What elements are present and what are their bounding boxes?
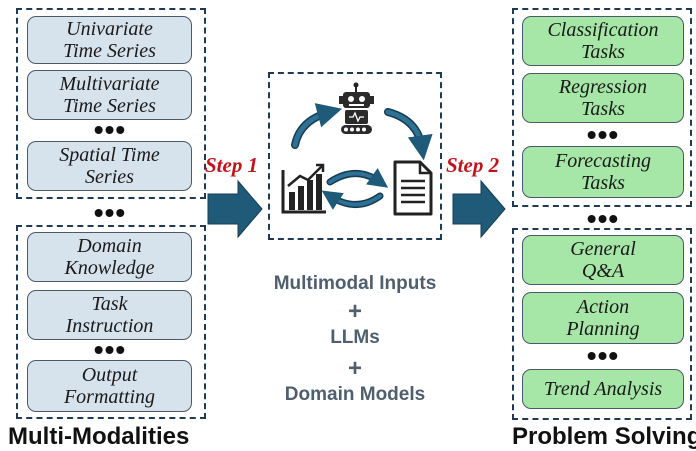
step-1-arrow: [207, 179, 263, 239]
action-planning-box: Action Planning: [522, 292, 684, 344]
regression-tasks-box: Regression Tasks: [522, 73, 684, 123]
multi-modalities-caption: Multi-Modalities: [8, 423, 190, 450]
task-instruction-box: Task Instruction: [27, 290, 192, 340]
right-top-group: [512, 8, 692, 207]
bar-chart-icon: [281, 163, 326, 214]
llms-text: LLMs: [330, 327, 380, 348]
left-top-group: [16, 8, 206, 199]
center-group: [268, 72, 442, 240]
step-2-arrow: [452, 179, 506, 239]
cycle-arrows-icon: [291, 103, 433, 210]
output-formatting-box: Output Formatting: [27, 360, 192, 412]
domain-knowledge-box: Domain Knowledge: [27, 232, 192, 282]
multivariate-time-series-box: Multivariate Time Series: [27, 70, 192, 120]
domain-models-text: Domain Models: [284, 384, 426, 405]
left-bottom-group: [16, 225, 206, 419]
spatial-time-series-box: Spatial Time Series: [27, 141, 192, 191]
plus-sign: +: [347, 298, 362, 325]
robot-icon: [339, 82, 374, 134]
forecasting-tasks-box: Forecasting Tasks: [522, 146, 684, 198]
right-bottom-group: [512, 228, 692, 420]
problem-solving-caption: Problem Solving: [512, 423, 696, 450]
step-1-label: Step 1: [205, 153, 259, 177]
trend-analysis-box: Trend Analysis: [522, 369, 684, 409]
univariate-time-series-box: Univariate Time Series: [27, 16, 192, 64]
general-qa-box: General Q&A: [522, 235, 684, 285]
document-icon: [393, 160, 433, 216]
multimodal-inputs-text: Multimodal Inputs: [273, 273, 437, 294]
step-2-label: Step 2: [446, 153, 500, 177]
classification-tasks-box: Classification Tasks: [522, 16, 684, 66]
plus-sign: +: [347, 355, 362, 382]
